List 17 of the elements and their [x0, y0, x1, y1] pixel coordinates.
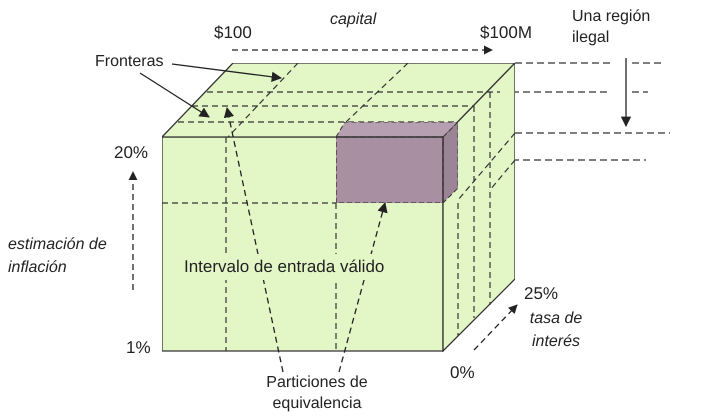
- axis-label: $100: [214, 22, 252, 44]
- leader-arrow: [140, 72, 210, 118]
- axis-label: $100M: [480, 22, 532, 44]
- callout-label: Una región ilegal: [572, 8, 650, 46]
- axis-label: tasa de interés: [528, 309, 584, 352]
- dashed-leader-arrow: [224, 106, 284, 372]
- axis-label: estimación de inflación: [8, 235, 108, 278]
- leader-arrow: [172, 63, 282, 82]
- leader-arrow: [620, 58, 632, 128]
- dashed-leader-arrow: [338, 202, 388, 372]
- axis-label: 1%: [126, 337, 151, 359]
- axis-label: 25%: [524, 283, 558, 305]
- axis-label: 0%: [450, 362, 475, 384]
- callout-label: Fronteras: [95, 53, 164, 70]
- axis-label: 20%: [114, 142, 148, 164]
- axis-label: capital: [330, 10, 376, 30]
- callout-label: Particiones de equivalencia: [266, 374, 368, 412]
